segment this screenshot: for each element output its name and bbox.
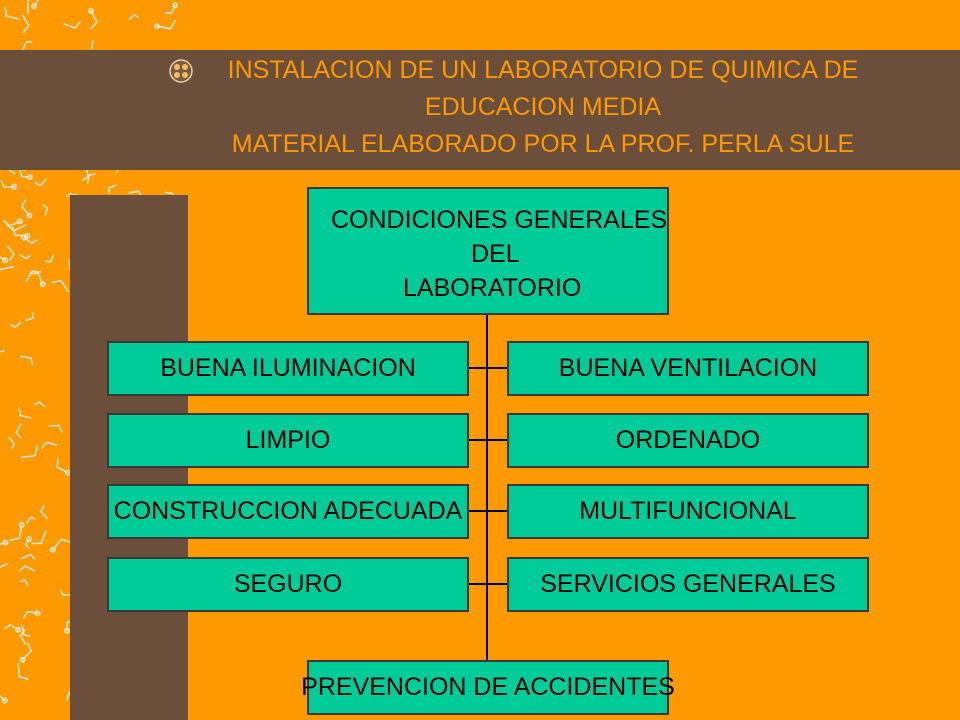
node-left-2: LIMPIO <box>107 413 469 468</box>
node-condiciones-generales: CONDICIONES GENERALES DEL LABORATORIO <box>307 187 669 315</box>
branch-line-3 <box>468 510 508 512</box>
node-left-1: BUENA ILUMINACION <box>107 341 469 396</box>
branch-line-4 <box>468 583 508 585</box>
node-right-2: ORDENADO <box>507 413 869 468</box>
branch-line-1 <box>468 367 508 369</box>
node-prevencion-de-accidentes: PREVENCION DE ACCIDENTES <box>301 660 675 715</box>
node-top-line-2: DEL <box>471 240 520 268</box>
node-left-3: CONSTRUCCION ADECUADA <box>107 484 469 539</box>
node-right-4: SERVICIOS GENERALES <box>507 557 869 612</box>
node-right-3: MULTIFUNCIONAL <box>507 484 869 539</box>
title-line-1: INSTALACION DE UN LABORATORIO DE QUIMICA… <box>227 56 859 84</box>
node-right-1: BUENA VENTILACION <box>507 341 869 396</box>
bullet-icon <box>169 59 193 83</box>
page-title: INSTALACION DE UN LABORATORIO DE QUIMICA… <box>188 52 898 168</box>
node-left-4: SEGURO <box>107 557 469 612</box>
node-top-line-1: CONDICIONES GENERALES <box>331 206 668 234</box>
title-band <box>0 50 960 170</box>
title-line-3: MATERIAL ELABORADO POR LA PROF. PERLA SU… <box>231 130 855 158</box>
branch-line-2 <box>468 439 508 441</box>
title-line-2: EDUCACION MEDIA <box>424 93 662 121</box>
node-top-line-3: LABORATORIO <box>403 274 582 302</box>
trunk-line <box>486 315 488 660</box>
